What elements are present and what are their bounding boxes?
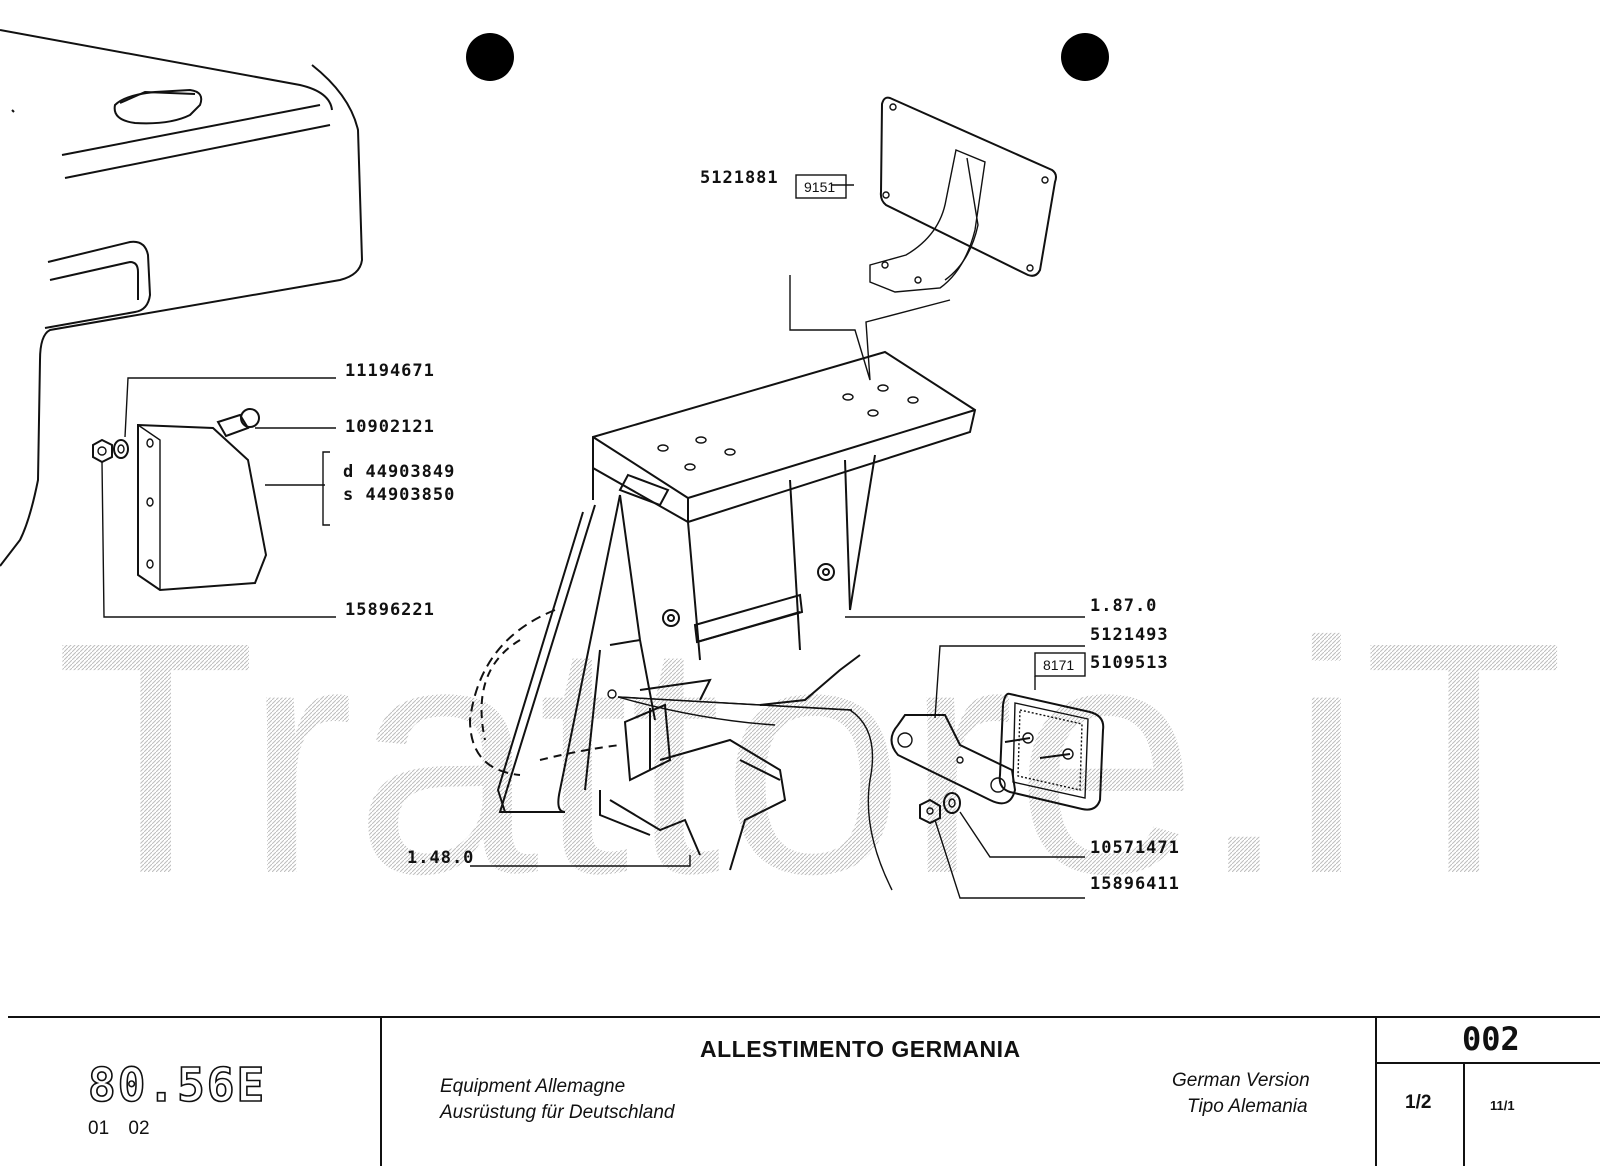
watermark-text: Trattore.iT [55,573,1565,942]
model-name: 80.56E [87,1057,267,1113]
part-number-44903850: s 44903850 [343,485,455,505]
part-number-15896411: 15896411 [1090,874,1180,894]
reflector-assembly [890,692,1105,825]
leader-plate-to-frame [789,275,951,381]
revision-code: 11/1 [1490,1098,1515,1113]
license-plate-bracket [869,96,1057,293]
tractor-body-outline [0,29,364,567]
part-number-5121881: 5121881 [700,168,779,188]
hole-marker [607,689,617,699]
part-number-10571471: 10571471 [1090,838,1180,858]
model-subcode: 01 02 [88,1118,150,1139]
title-block-divider-3 [1463,1064,1465,1166]
title-block-page-rule [1375,1062,1600,1064]
code-box-9151 [795,174,847,199]
reference-1870: 1.87.0 [1090,596,1157,616]
title-block-top-rule [8,1016,1600,1018]
title-french: Equipment Allemagne [440,1076,626,1097]
part-number-44903849: d 44903849 [343,462,455,482]
title-english: German Version [1172,1070,1310,1091]
registration-dot-right [1061,33,1109,81]
page-title: ALLESTIMENTO GERMANIA [700,1036,1021,1062]
side-panel [92,408,268,592]
title-block-divider-1 [380,1016,382,1166]
leader-lines [101,184,1085,899]
reference-1480: 1.48.0 [407,848,474,868]
part-number-5109513: 5109513 [1090,653,1169,673]
parts-diagram: Trattore.iT [0,29,1565,942]
rear-frame [468,350,977,871]
sheet-number: 1/2 [1405,1092,1432,1113]
code-9151: 9151 [804,179,835,195]
part-number-10902121: 10902121 [345,417,435,437]
title-spanish: Tipo Alemania [1187,1096,1308,1117]
part-number-15896221: 15896221 [345,600,435,620]
page-number: 002 [1462,1020,1520,1058]
title-block: 80.56E 01 02 ALLESTIMENTO GERMANIA Equip… [0,1016,1600,1166]
registration-dot-left [466,33,514,81]
code-box-8171 [1034,652,1086,677]
code-8171: 8171 [1043,657,1074,673]
title-german: Ausrüstung für Deutschland [440,1102,675,1123]
title-block-divider-2 [1375,1016,1377,1166]
part-number-11194671: 11194671 [345,361,435,381]
part-number-5121493: 5121493 [1090,625,1169,645]
